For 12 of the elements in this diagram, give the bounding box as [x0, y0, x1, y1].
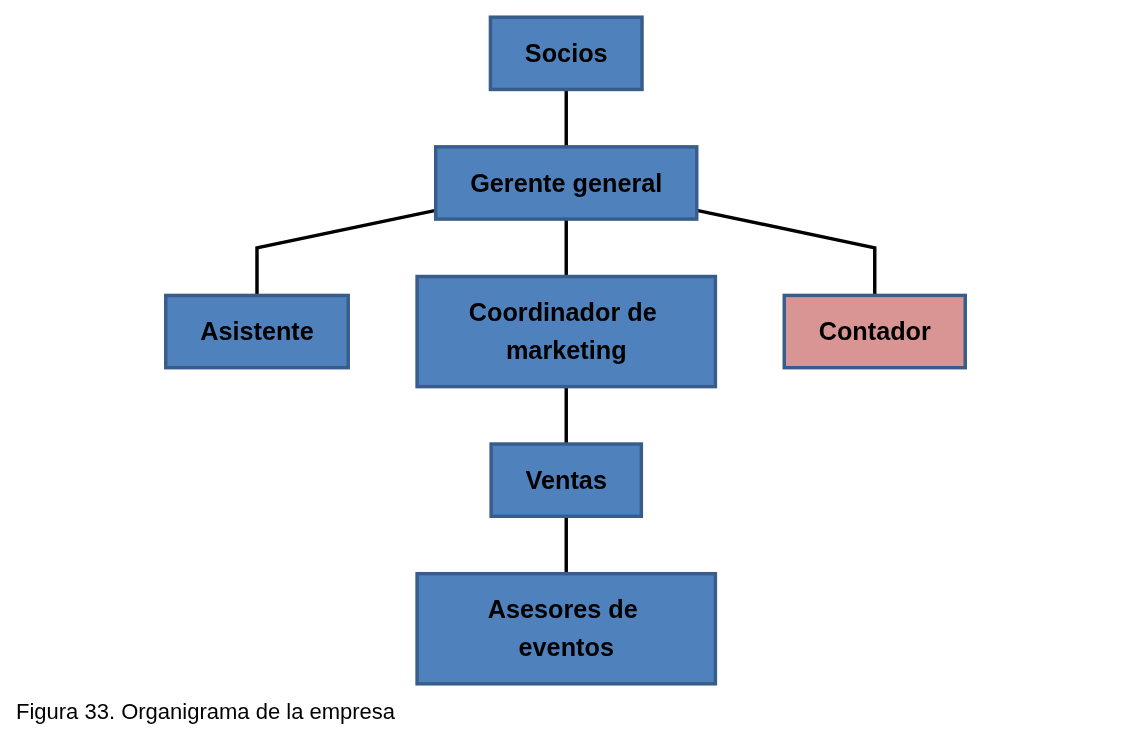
- node-box: Gerente general: [434, 145, 699, 221]
- connector: [564, 516, 568, 574]
- connector: [564, 89, 568, 147]
- connector: [564, 219, 568, 277]
- node-box: Contador: [782, 293, 967, 370]
- node-box: Coordinador de marketing: [415, 274, 718, 389]
- node-box: Asesores de eventos: [415, 571, 718, 686]
- connector: [564, 386, 568, 444]
- node-box: Asistente: [164, 293, 350, 370]
- caption: Figura 33. Organigrama de la empresa: [16, 699, 397, 725]
- node-box: Socios: [488, 15, 644, 92]
- node-box: Ventas: [489, 442, 644, 518]
